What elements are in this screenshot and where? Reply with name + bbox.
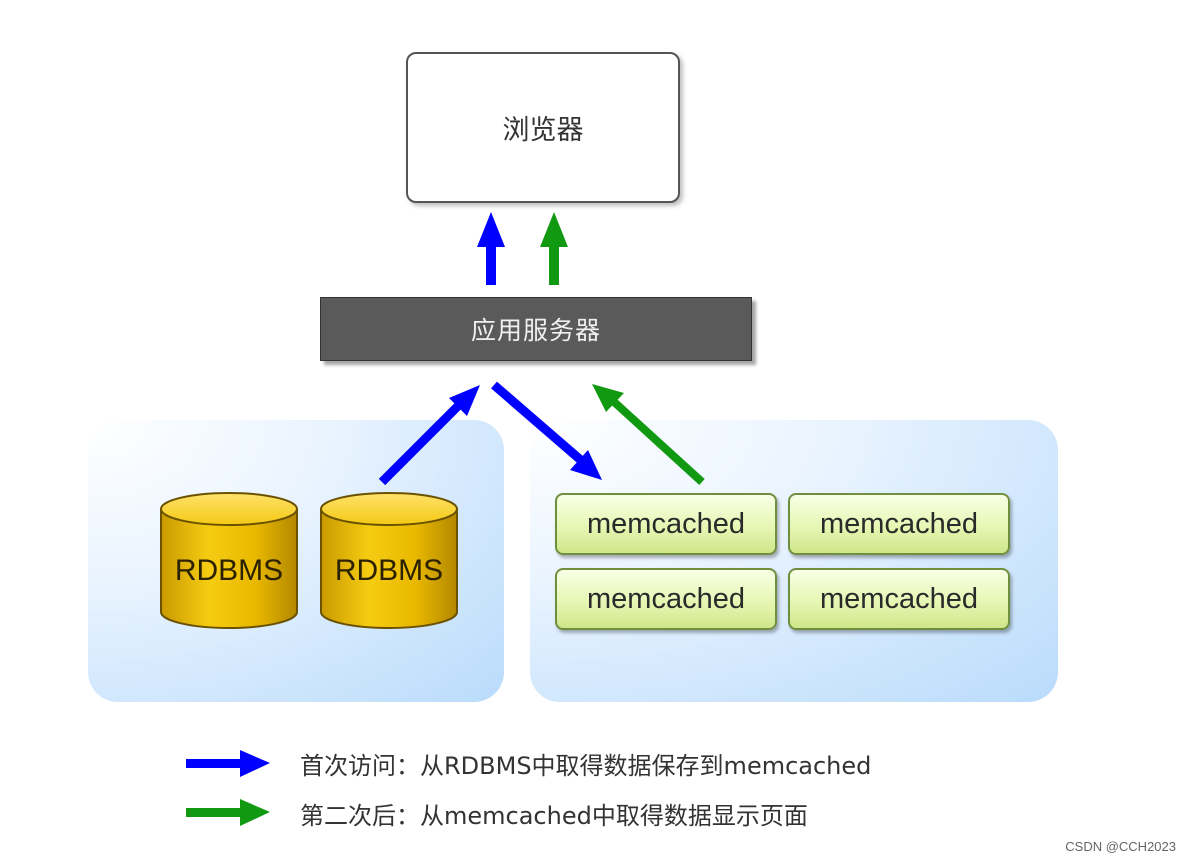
database-label: RDBMS xyxy=(175,554,283,587)
database-cylinder: RDBMS xyxy=(320,492,458,629)
second-visit-up-arrow xyxy=(540,212,568,285)
database-cylinder: RDBMS xyxy=(160,492,298,629)
memcached-label: memcached xyxy=(820,507,978,540)
memcached-node: memcached xyxy=(788,568,1010,630)
second-visit-memcached-to-server-arrow xyxy=(592,384,705,485)
database-label: RDBMS xyxy=(335,554,443,587)
app-server-node: 应用服务器 xyxy=(320,297,752,361)
legend-green-arrow xyxy=(186,799,270,826)
memcached-node: memcached xyxy=(788,493,1010,555)
app-server-label: 应用服务器 xyxy=(470,316,601,345)
memcached-label: memcached xyxy=(587,507,745,540)
memcached-label: memcached xyxy=(587,582,745,615)
memcached-group-panel xyxy=(530,420,1058,702)
browser-label: 浏览器 xyxy=(502,115,584,146)
legend-first-visit-text: 首次访问：从RDBMS中取得数据保存到memcached xyxy=(300,752,872,780)
memcached-node: memcached xyxy=(555,493,777,555)
legend-second-visit-text: 第二次后：从memcached中取得数据显示页面 xyxy=(300,802,808,830)
watermark: CSDN @CCH2023 xyxy=(1065,839,1176,854)
memcached-label: memcached xyxy=(820,582,978,615)
first-visit-up-arrow xyxy=(477,212,505,285)
memcached-node: memcached xyxy=(555,568,777,630)
first-visit-server-to-memcached-arrow xyxy=(491,381,602,480)
first-visit-db-to-server-arrow xyxy=(378,385,480,486)
browser-node: 浏览器 xyxy=(406,52,680,203)
legend-blue-arrow xyxy=(186,750,270,777)
